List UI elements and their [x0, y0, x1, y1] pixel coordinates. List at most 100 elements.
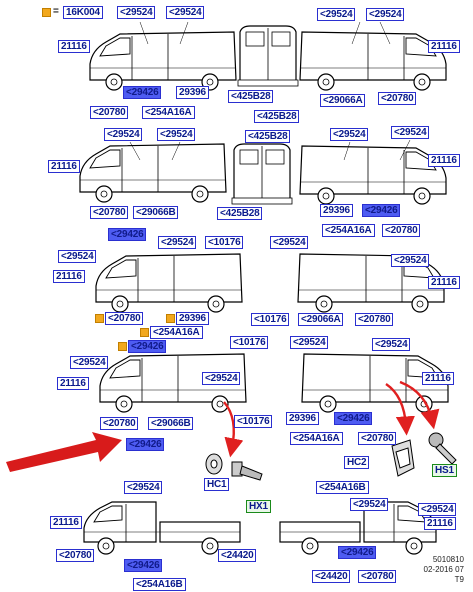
label-29524: <29524 [391, 126, 430, 139]
label-21116: 21116 [50, 516, 82, 529]
legend-square-marker [140, 328, 149, 337]
van-rear-row2 [231, 143, 293, 205]
label-29524: <29524 [157, 128, 196, 141]
screw-hx1 [231, 461, 263, 481]
van-row1-right [299, 31, 447, 91]
legend-square [42, 8, 51, 17]
label-20780: <20780 [90, 106, 129, 119]
label-29524: <29524 [330, 128, 369, 141]
label-10176: <10176 [205, 236, 244, 249]
label-29396: 29396 [176, 86, 209, 99]
label-29524: <29524 [58, 250, 97, 263]
label-10176: <10176 [230, 336, 269, 349]
bracket-hc2 [391, 439, 415, 477]
footer-page: T9 [454, 575, 464, 584]
label-20780: <20780 [90, 206, 129, 219]
label-29066B: <29066B [133, 206, 179, 219]
label-29426: <29426 [362, 204, 401, 217]
label-29426: <29426 [124, 559, 163, 572]
clip-hc1 [205, 453, 223, 475]
label-425B28: <425B28 [254, 110, 300, 123]
label-29426: <29426 [123, 86, 162, 99]
label-21116: 21116 [48, 160, 80, 173]
legend-square-marker [166, 314, 175, 323]
label-20780: <20780 [100, 417, 139, 430]
label-29524: <29524 [70, 356, 109, 369]
label-254A16A: <254A16A [322, 224, 375, 237]
label-29524: <29524 [372, 338, 411, 351]
footer-reference: 5010810 02-2016 07 T9 [404, 555, 464, 585]
label-24420: <24420 [218, 549, 257, 562]
label-29396: 29396 [320, 204, 353, 217]
label-29524: <29524 [350, 498, 389, 511]
label-29524: <29524 [158, 236, 197, 249]
label-29426-pointer: <29426 [126, 438, 165, 451]
screw-hs1 [428, 432, 457, 465]
label-21116: 21116 [57, 377, 89, 390]
legend-code: 16K004 [63, 6, 103, 19]
part-label-hs1: HS1 [432, 464, 457, 477]
label-21116: 21116 [53, 270, 85, 283]
footer-code: 5010810 [432, 555, 464, 564]
pointer-arrow [6, 432, 122, 472]
label-29066A: <29066A [320, 94, 366, 107]
label-20780: <20780 [105, 312, 144, 325]
label-29396: 29396 [286, 412, 319, 425]
label-29524: <29524 [270, 236, 309, 249]
label-425B28: <425B28 [217, 207, 263, 220]
label-21116: 21116 [424, 517, 456, 530]
label-254A16A: <254A16A [290, 432, 343, 445]
van-row1-left [89, 31, 237, 91]
footer-date: 02-2016 07 [423, 565, 464, 574]
label-20780: <20780 [358, 570, 397, 583]
label-29066B: <29066B [148, 417, 194, 430]
label-29524: <29524 [366, 8, 405, 21]
label-21116: 21116 [58, 40, 90, 53]
pickup-left [83, 501, 241, 555]
label-254A16B: <254A16B [316, 481, 369, 494]
label-29524: <29524 [290, 336, 329, 349]
label-10176: <10176 [234, 415, 273, 428]
label-29524: <29524 [317, 8, 356, 21]
label-425B28: <425B28 [228, 90, 274, 103]
label-29524: <29524 [124, 481, 163, 494]
label-24420: <24420 [312, 570, 351, 583]
label-29426: <29426 [334, 412, 373, 425]
label-29396: 29396 [176, 312, 209, 325]
label-21116: 21116 [428, 40, 460, 53]
label-29426: <29426 [108, 228, 147, 241]
label-21116: 21116 [422, 372, 454, 385]
label-29524: <29524 [202, 372, 241, 385]
label-20780: <20780 [56, 549, 95, 562]
legend-equals: = [53, 6, 59, 17]
label-29524: <29524 [391, 254, 430, 267]
legend-square-marker [118, 342, 127, 351]
label-29524: <29524 [418, 503, 457, 516]
van-rear-row1 [237, 25, 299, 87]
part-label-hx1: HX1 [246, 500, 271, 513]
label-254A16B: <254A16B [133, 578, 186, 591]
label-29524: <29524 [166, 6, 205, 19]
label-21116: 21116 [428, 276, 460, 289]
label-20780: <20780 [355, 313, 394, 326]
part-label-hc2: HC2 [344, 456, 370, 469]
van-row2-right [299, 145, 447, 205]
van-row3-left [95, 253, 243, 313]
label-29524: <29524 [104, 128, 143, 141]
label-20780: <20780 [378, 92, 417, 105]
label-254A16A: <254A16A [150, 326, 203, 339]
label-254A16A: <254A16A [142, 106, 195, 119]
label-425B28: <425B28 [245, 130, 291, 143]
label-29066A: <29066A [298, 313, 344, 326]
part-label-hc1: HC1 [204, 478, 230, 491]
label-29524: <29524 [117, 6, 156, 19]
label-10176: <10176 [251, 313, 290, 326]
label-20780: <20780 [382, 224, 421, 237]
legend-square-marker [95, 314, 104, 323]
label-29426: <29426 [128, 340, 167, 353]
label-21116: 21116 [428, 154, 460, 167]
van-row2-left [79, 143, 227, 203]
label-20780: <20780 [358, 432, 397, 445]
label-29426: <29426 [338, 546, 377, 559]
